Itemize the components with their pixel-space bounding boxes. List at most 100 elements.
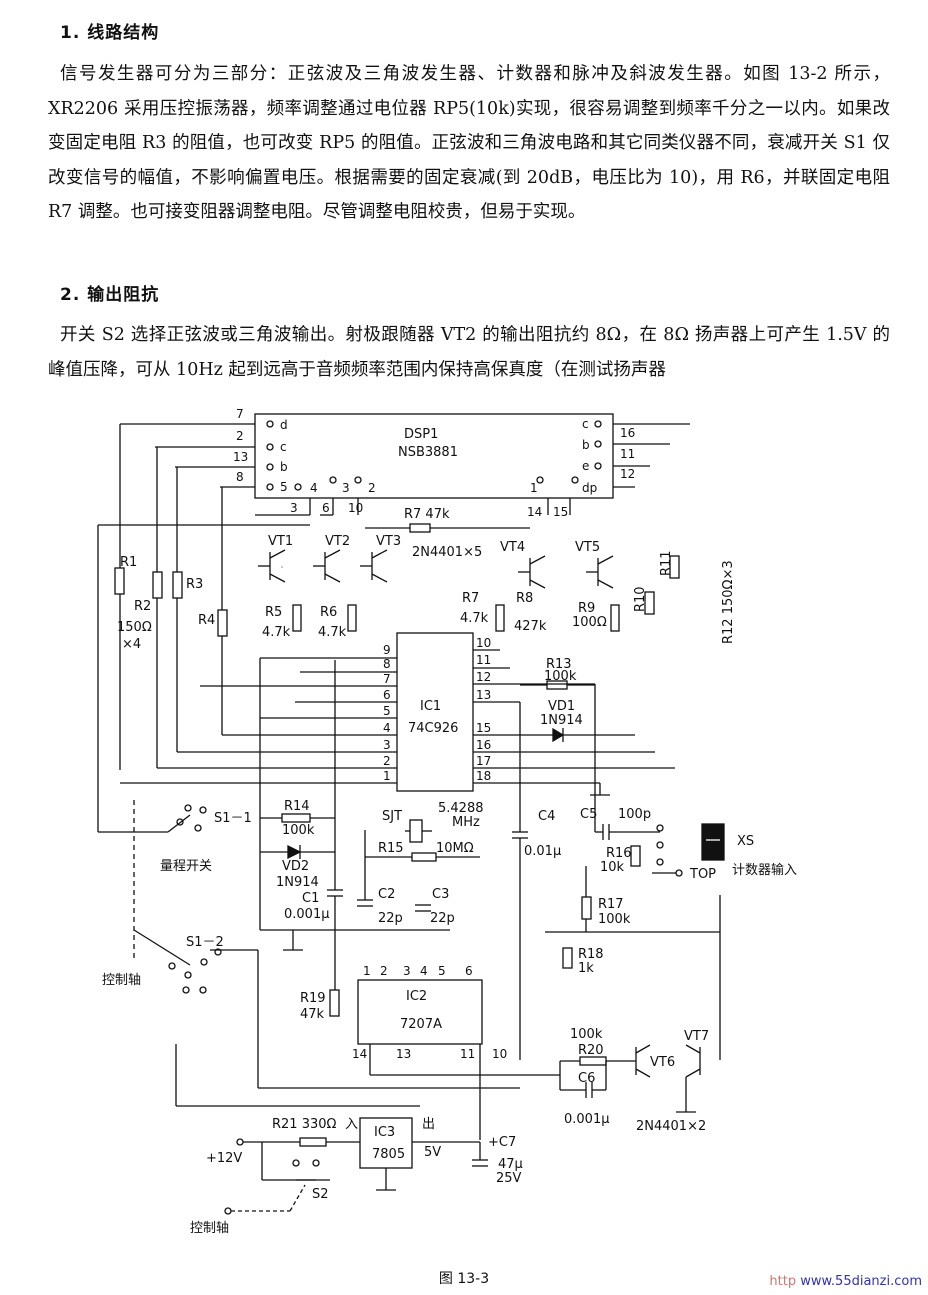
vd2-label: VD2 xyxy=(282,859,309,874)
ic2-pin: 6 xyxy=(465,964,473,978)
c5-label: C5 xyxy=(580,807,597,822)
top-label: TOP xyxy=(689,867,716,882)
r5-label: R5 xyxy=(265,605,282,620)
ic3-part: 7805 xyxy=(372,1147,405,1162)
r21-label: R21 330Ω xyxy=(272,1117,337,1132)
c6-label: C6 xyxy=(578,1071,595,1086)
r17-label: R17 xyxy=(598,897,624,912)
c1-value: 0.001μ xyxy=(284,907,330,922)
ic2-pin: 2 xyxy=(380,964,388,978)
ic1-pin: 8 xyxy=(383,657,391,671)
r2-mult: ×4 xyxy=(122,637,141,652)
wire-number: 10 xyxy=(348,501,363,515)
c5-value: 100p xyxy=(618,807,651,822)
r10-label: R10 xyxy=(633,586,648,612)
display-seg: d xyxy=(280,418,288,432)
ic2-pin: 1 xyxy=(363,964,371,978)
r13-label: R13 xyxy=(546,657,572,672)
ic2-pin: 3 xyxy=(403,964,411,978)
section-1-heading: 1. 线路结构 xyxy=(60,23,160,43)
ic1-pin: 2 xyxy=(383,754,391,768)
control-shaft-label: 控制轴 xyxy=(102,973,141,988)
c7-value: 47μ xyxy=(498,1157,523,1172)
vt5-label: VT5 xyxy=(575,540,600,555)
r18-value: 1k xyxy=(578,961,594,976)
display-pin-num: 8 xyxy=(236,470,244,484)
r8-value: 427k xyxy=(514,619,547,634)
r14-value: 100k xyxy=(282,823,315,838)
display-seg: b xyxy=(280,460,288,474)
regulator-in: 入 xyxy=(345,1117,358,1132)
display-pin-num: 7 xyxy=(236,407,244,421)
display-right-pins: c b e 16 11 12 xyxy=(582,417,690,488)
display-name: DSP1 xyxy=(404,427,438,442)
r1-label: R1 xyxy=(120,555,137,570)
vt7-label: VT7 xyxy=(684,1029,709,1044)
regulator-out: 出 xyxy=(422,1117,435,1132)
watermark: http www.55dianzi.com xyxy=(769,1274,922,1289)
display-pin-num: 16 xyxy=(620,426,635,440)
r15-label: R15 xyxy=(378,841,404,856)
display-seg: b xyxy=(582,438,590,452)
ic2-pin: 11 xyxy=(460,1047,475,1061)
display-bottom-pins: 4 3 2 1 dp xyxy=(294,476,597,495)
figure-caption: 图 13-3 xyxy=(438,1271,490,1287)
r9-label: R9 xyxy=(578,601,595,616)
ic1-pin: 13 xyxy=(476,688,491,702)
r7-value: 4.7k xyxy=(460,611,489,626)
ic1-part: 74C926 xyxy=(408,721,458,736)
wire-number: 6 xyxy=(322,501,330,515)
display-left-pins: 7 2 13 8 d c b 5 xyxy=(120,407,288,494)
ic1-pin: 12 xyxy=(476,670,491,684)
c7-label: +C7 xyxy=(488,1135,516,1150)
ic1-pin: 1 xyxy=(383,769,391,783)
ic2-pin: 10 xyxy=(492,1047,507,1061)
vt2-label: VT2 xyxy=(325,534,350,549)
r5-value: 4.7k xyxy=(262,625,291,640)
ic2-box xyxy=(357,979,483,1045)
r14-label: R14 xyxy=(284,799,310,814)
r9-value: 100Ω xyxy=(572,615,607,630)
r19-value: 47k xyxy=(300,1007,325,1022)
r8-label: R8 xyxy=(516,591,533,606)
section-2-paragraph: 开关 S2 选择正弦波或三角波输出。射极跟随器 VT2 的输出阻抗约 8Ω，在 … xyxy=(48,325,890,380)
r17-value: 100k xyxy=(598,912,631,927)
r16-label: R16 xyxy=(606,846,632,861)
ic2-pin: 14 xyxy=(352,1047,367,1061)
vt3-label: VT3 xyxy=(376,534,401,549)
ic1-right-pins: 10 11 12 13 15 16 17 18 xyxy=(473,636,675,784)
transistor-note: 2N4401×5 xyxy=(412,545,482,560)
sjt-label: SJT xyxy=(382,809,402,824)
c4-value: 0.01μ xyxy=(524,844,561,859)
c1-label: C1 xyxy=(302,891,319,906)
ic1-pin: 18 xyxy=(476,769,491,783)
regulator-out-voltage: 5V xyxy=(424,1145,441,1160)
ic1-pin: 4 xyxy=(383,721,391,735)
r19-label: R19 xyxy=(300,991,326,1006)
r20-value: 100k xyxy=(570,1027,603,1042)
range-switch-label: 量程开关 xyxy=(160,859,212,874)
ic2-pin: 5 xyxy=(438,964,446,978)
ic1-box xyxy=(396,632,474,792)
r12-label: R12 150Ω×3 xyxy=(721,560,736,644)
display-pin-num: 11 xyxy=(620,447,635,461)
transistor-note-2: 2N4401×2 xyxy=(636,1119,706,1134)
ic1-pin: 15 xyxy=(476,721,491,735)
r6-value: 4.7k xyxy=(318,625,347,640)
display-bottom-pin: 2 xyxy=(368,481,376,495)
vd1-label: VD1 xyxy=(548,699,575,714)
display-pin-num: 13 xyxy=(233,450,248,464)
display-bottom-pin: 4 xyxy=(310,481,318,495)
wire-number: 15 xyxy=(553,505,568,519)
display-bottom-pin: dp xyxy=(582,481,597,495)
ic1-pin: 10 xyxy=(476,636,491,650)
r18-label: R18 xyxy=(578,947,604,962)
ic1-pin: 3 xyxy=(383,738,391,752)
display-bottom-pin: 1 xyxy=(530,481,538,495)
supply-label: +12V xyxy=(206,1151,242,1166)
xs-label: XS xyxy=(737,834,754,849)
r6-label: R6 xyxy=(320,605,337,620)
vt4-label: VT4 xyxy=(500,540,525,555)
ic1-left-pins: 9 8 7 6 5 4 3 2 1 xyxy=(120,643,397,784)
ic1-pin: 6 xyxy=(383,688,391,702)
